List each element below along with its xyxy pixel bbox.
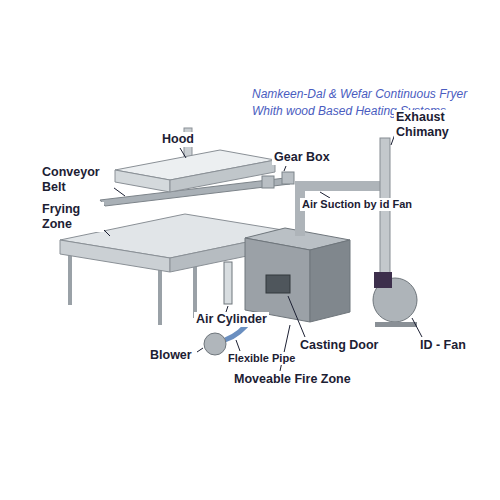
part-label: Exhaust Chimany — [394, 110, 468, 140]
hood-side — [170, 160, 275, 192]
part-label: Casting Door — [298, 338, 380, 353]
casting-door — [266, 275, 290, 293]
part-label: Moveable Fire Zone — [232, 372, 353, 387]
gear-box — [282, 172, 294, 184]
gear-box — [262, 176, 274, 188]
leader-lines — [100, 134, 422, 371]
hood-front — [115, 170, 170, 192]
part-label: Flexible Pipe — [226, 352, 297, 365]
part-label: Air Suction by id Fan — [300, 198, 414, 211]
part-label: Air Cylinder — [194, 312, 269, 327]
part-label: Frying Zone — [40, 202, 104, 232]
furnace-front — [245, 238, 310, 322]
suction-duct — [300, 186, 384, 236]
fan-base — [375, 322, 417, 327]
fan-motor — [374, 272, 392, 288]
exhaust-chimney — [380, 138, 390, 288]
part-label: Hood — [160, 132, 196, 147]
part-label: Blower — [148, 348, 194, 363]
furnace-side — [310, 240, 350, 322]
part-label: ID - Fan — [418, 338, 468, 353]
part-label: Conveyor Belt — [40, 165, 114, 195]
blower — [204, 333, 226, 355]
air-cylinder — [224, 262, 232, 304]
frying-tray-front — [60, 240, 170, 272]
part-label: Gear Box — [272, 150, 332, 165]
